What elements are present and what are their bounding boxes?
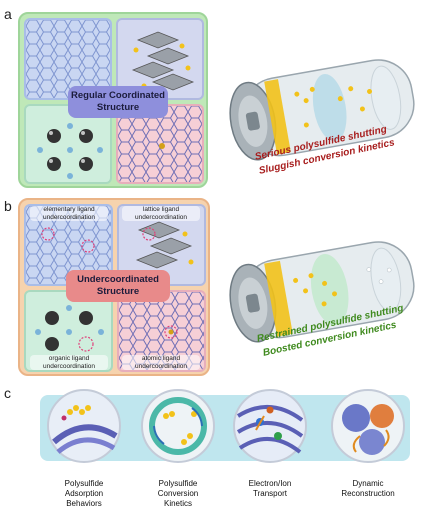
hex-lattice-pink <box>118 106 202 182</box>
caption-line: Adsorption <box>64 489 104 498</box>
panel-c-caption-reconstruction: Dynamic Reconstruction <box>328 479 408 499</box>
caption-line: Polysulfide <box>158 479 198 488</box>
panel-b-tag-organic-ligand: organic ligand undercoordination <box>30 355 108 370</box>
caption-line: Polysulfide <box>64 479 104 488</box>
panel-b-tag-bl-line1: organic ligand <box>48 355 90 362</box>
caption-line: Electron/Ion <box>248 479 292 488</box>
framework-spheres-illustration <box>37 123 103 179</box>
caption-line: Conversion <box>157 489 199 498</box>
panel-b-battery-illustration <box>229 241 415 343</box>
hex-lattice-blue <box>26 20 110 98</box>
layered-crystal-defect-illustration <box>135 221 194 269</box>
caption-line: Behaviors <box>66 499 102 508</box>
panel-b-tag-lattice-ligand: lattice ligand undercoordination <box>122 206 200 221</box>
panel-b-tag-elementary-ligand: elementary ligand undercoordination <box>30 206 108 221</box>
panel-a-center-label: Regular Coordinated Structure <box>68 86 168 118</box>
panel-c-circle-reconstruction <box>331 389 405 463</box>
panel-b-tag-br-line1: atomic ligand <box>141 355 181 362</box>
panel-c-circle-adsorption <box>47 389 121 463</box>
panel-c-caption-transport: Electron/Ion Transport <box>230 479 310 499</box>
panel-c-caption-conversion: Polysulfide Conversion Kinetics <box>138 479 218 509</box>
panel-b-tag-tr-line1: lattice ligand <box>142 206 180 213</box>
panel-b-tag-tl-line1: elementary ligand <box>43 206 95 213</box>
panel-b-center-label-line1: Undercoordinated <box>77 274 159 285</box>
panel-c-circle-conversion <box>141 389 215 463</box>
panel-a-quad-blue-lattice <box>24 18 112 100</box>
panel-b-tag-tr-line2: undercoordination <box>134 213 188 221</box>
panel-b-tag-br-line2: undercoordination <box>134 362 188 370</box>
panel-b-letter: b <box>4 198 12 214</box>
caption-line: Transport <box>253 489 287 498</box>
panel-b-tag-atomic-ligand: atomic ligand undercoordination <box>122 355 200 370</box>
panel-a-center-label-line1: Regular Coordinated <box>71 90 165 101</box>
panel-a-letter: a <box>4 6 12 22</box>
panel-c-letter: c <box>4 385 11 401</box>
framework-spheres-defect-illustration <box>35 305 104 352</box>
caption-line: Dynamic <box>352 479 384 488</box>
panel-a-center-label-line2: Structure <box>96 102 140 113</box>
panel-a-battery-illustration <box>229 59 415 161</box>
panel-b-tag-tl-line2: undercoordination <box>42 213 96 221</box>
caption-line: Kinetics <box>163 499 192 508</box>
panel-b-center-label-line2: Structure <box>96 286 140 297</box>
layered-crystal-illustration <box>131 31 195 91</box>
caption-line: Reconstruction <box>341 489 395 498</box>
panel-c-caption-adsorption: Polysulfide Adsorption Behaviors <box>44 479 124 509</box>
panel-b-tag-bl-line2: undercoordination <box>42 362 96 370</box>
panel-c-circle-transport <box>233 389 307 463</box>
panel-b-center-label: Undercoordinated Structure <box>66 270 170 302</box>
